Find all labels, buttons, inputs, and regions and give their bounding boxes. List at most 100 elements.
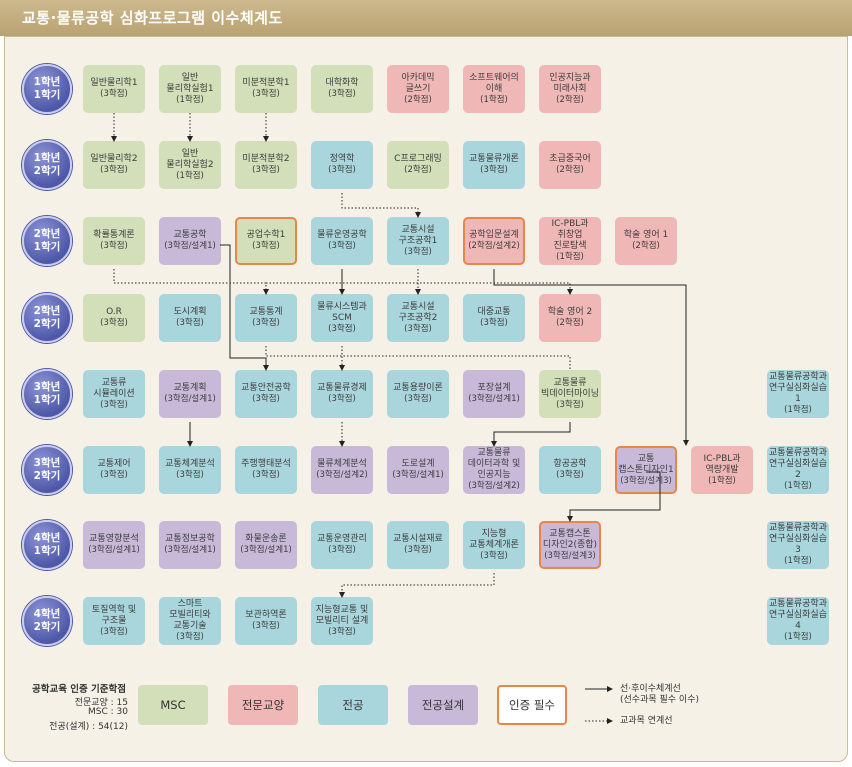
course-box: 초급중국어(2학점) — [539, 141, 601, 189]
course-box: 교통통계(3학점) — [235, 294, 297, 342]
course-box: 미분적분학2(3학점) — [235, 141, 297, 189]
course-credit: (2학점) — [556, 165, 584, 175]
course-credit: (3학점/설계1) — [392, 470, 444, 480]
course-box: 도로설계(3학점/설계1) — [387, 446, 449, 494]
course-credit: (3학점/설계2) — [316, 470, 368, 480]
course-name: 교통체계개론 — [469, 539, 519, 550]
course-name: 연구실심화실습2 — [769, 459, 827, 480]
semester-year: 3학년 — [33, 457, 61, 469]
course-box: 미분적분학1(3학점) — [235, 65, 297, 113]
course-name: 일반물리학2 — [90, 154, 138, 164]
legend-title: 공학교육 인증 기준학점 — [32, 684, 127, 695]
course-box: 학술 영어 2(2학점) — [539, 294, 601, 342]
course-credit: (3학점/설계1) — [240, 545, 292, 555]
course-name: 교통물류공학과 — [769, 523, 827, 533]
course-name: 교통정보공학 — [165, 534, 215, 544]
course-credit: (3학점/설계2) — [468, 481, 520, 491]
course-box: 교통영향분석(3학점/설계1) — [83, 521, 145, 569]
semester-year: 2학년 — [33, 305, 61, 317]
course-credit: (1학점) — [784, 481, 812, 491]
course-name: 미분적분학1 — [242, 78, 290, 88]
course-credit: (3학점) — [404, 394, 432, 404]
course-name: 교통계획 — [173, 383, 207, 393]
course-name: 교통공학 — [173, 230, 207, 240]
course-credit: (3학점/설계3) — [620, 475, 672, 486]
course-name: 구조공학1 — [398, 235, 438, 246]
course-name: 빅데이터마이닝 — [541, 388, 599, 399]
title-bar: 교통·물류공학 심화프로그램 이수체계도 — [0, 0, 852, 36]
course-box: 화물운송론(3학점/설계1) — [235, 521, 297, 569]
course-name: 미래사회 — [553, 83, 587, 94]
course-credit: (3학점) — [100, 241, 128, 251]
semester-term: 1학기 — [33, 241, 61, 253]
course-name: 교통류 — [101, 377, 127, 388]
course-credit: (3학점) — [100, 89, 128, 99]
course-name: C프로그래밍 — [394, 154, 442, 164]
legend-des: 전공설계 — [408, 685, 478, 725]
course-name: 미분적분학2 — [242, 154, 290, 164]
course-credit: (1학점) — [556, 252, 584, 262]
course-credit: (3학점) — [328, 545, 356, 555]
course-box: 일반물리학2(3학점) — [83, 141, 145, 189]
course-box: 교통계획(3학점/설계1) — [159, 370, 221, 418]
course-credit: (1학점) — [176, 94, 204, 105]
course-name: 구조물 — [101, 615, 127, 626]
course-credit: (2학점) — [632, 241, 660, 251]
semester-term: 1학기 — [33, 545, 61, 557]
course-credit: (3학점) — [252, 470, 280, 480]
course-box: 교통용량이론(3학점) — [387, 370, 449, 418]
course-box: 공업수학1(3학점) — [235, 217, 297, 265]
course-name: 시뮬레이션 — [93, 388, 135, 399]
legend-dotted-label: 교과목 연계선 — [620, 716, 673, 726]
course-name: 일반물리학1 — [90, 78, 138, 88]
course-name: 교통캡스톤 — [549, 528, 591, 539]
course-credit: (1학점) — [784, 632, 812, 642]
course-box: 교통물류경제(3학점) — [311, 370, 373, 418]
course-name: 진로탐색 — [553, 241, 587, 251]
course-credit: (3학점) — [252, 89, 280, 99]
course-name: 물류체계분석 — [317, 459, 367, 469]
course-credit: (3학점) — [100, 470, 128, 480]
legend-maj: 전공 — [318, 685, 388, 725]
course-name: 확률통계론 — [93, 230, 135, 240]
course-name: 교통체계분석 — [165, 459, 215, 469]
course-credit: (3학점) — [328, 323, 356, 334]
course-name: IC-PBL과 — [551, 219, 589, 229]
semester-year: 4학년 — [33, 608, 61, 620]
course-credit: (3학점) — [480, 318, 508, 328]
course-credit: (3학점) — [404, 545, 432, 555]
semester-term: 2학기 — [33, 470, 61, 482]
course-credit: (2학점) — [404, 94, 432, 105]
course-box: 대학화학(3학점) — [311, 65, 373, 113]
course-box: 정역학(3학점) — [311, 141, 373, 189]
course-credit: (1학점) — [176, 170, 204, 181]
legend-credit-line: MSC : 30 — [88, 707, 128, 717]
course-box: 물류운영공학(3학점) — [311, 217, 373, 265]
course-name: 교통시설재료 — [393, 534, 443, 544]
course-credit: (3학점/설계1) — [164, 241, 216, 251]
course-credit: (3학점/설계1) — [164, 394, 216, 404]
course-credit: (2학점) — [404, 165, 432, 175]
course-credit: (3학점) — [480, 550, 508, 561]
course-name: 취창업 — [557, 230, 583, 240]
course-box: 보관하역론(3학점) — [235, 597, 297, 645]
course-name: 교통물류경제 — [317, 383, 367, 393]
course-name: 지능형 — [481, 528, 507, 539]
course-credit: (3학점) — [328, 394, 356, 404]
course-box: 공학입문설계(2학점/설계2) — [463, 217, 525, 265]
course-credit: (3학점) — [176, 470, 204, 480]
legend-solid-sublabel: (선수과목 필수 이수) — [620, 695, 699, 705]
course-name: O.R — [106, 307, 122, 317]
